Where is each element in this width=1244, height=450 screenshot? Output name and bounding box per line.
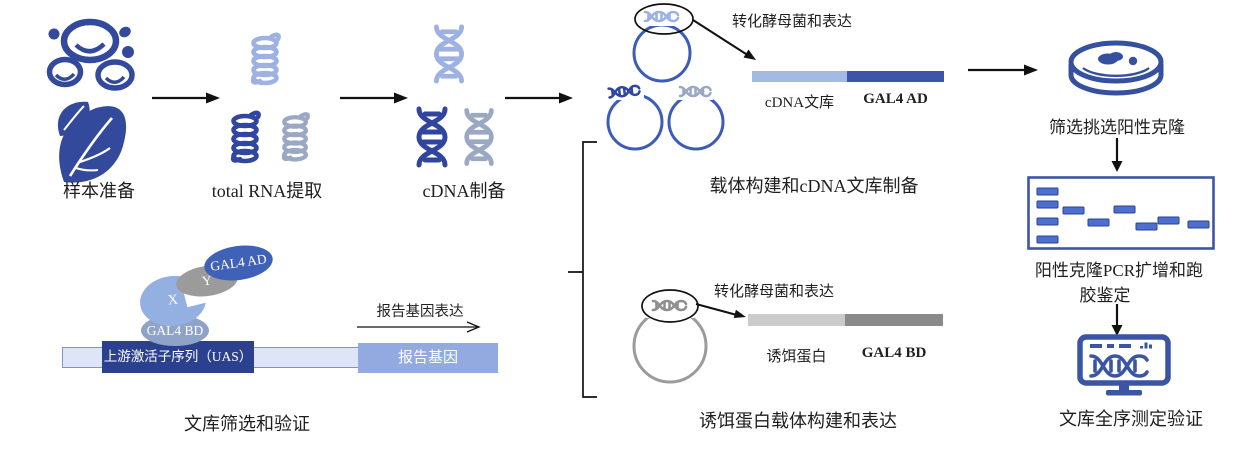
grouping-bracket: [568, 141, 597, 398]
pcr-label-line1: 阳性克隆PCR扩增和跑: [1034, 261, 1204, 280]
pcr-label-line2: 胶鉴定: [1079, 286, 1131, 305]
gal4-bd-label: GAL4 BD: [146, 322, 204, 338]
arrow-cdna-to-vector: [505, 92, 573, 104]
reporter-gene-box: 报告基因: [358, 343, 498, 373]
arrow-gel-to-sequencing: [1111, 304, 1123, 336]
petri-dish-icon: [1068, 40, 1164, 96]
arrow-sample-to-rna: [152, 92, 220, 104]
gel-electrophoresis-icon: [1027, 176, 1215, 250]
arrow-library-to-screening: [968, 64, 1038, 76]
bait-fragment-bar-left: [748, 314, 845, 326]
sequencing-monitor-icon: [1077, 334, 1171, 396]
cdna-label: cDNA制备: [422, 181, 506, 201]
bait-callout-arrow: [695, 303, 746, 318]
screening-label: 筛选挑选阳性克隆: [1049, 118, 1185, 137]
library-plasmid-right-icon: [667, 84, 725, 151]
rna-coil-light-icon: [250, 32, 281, 86]
rna-label: total RNA提取: [211, 181, 323, 201]
dna-helix-light-icon: [433, 24, 465, 84]
reporter-gene-label: 报告基因: [397, 350, 458, 366]
gal4-ad-label: GAL4 AD: [209, 251, 268, 274]
validation-label: 文库筛选和验证: [184, 414, 310, 434]
bait-fragment-right-label: GAL4 BD: [861, 345, 927, 361]
library-vector-label: 载体构建和cDNA文库制备: [709, 176, 919, 196]
library-fragment-left-label: cDNA文库: [764, 95, 835, 111]
uas-label: 上游激活子序列（UAS）: [103, 349, 253, 364]
protein-x-label: X: [167, 292, 179, 309]
cells-icon: [46, 18, 135, 91]
reporter-expression-label: 报告基因表达: [376, 304, 464, 320]
leaf-icon: [57, 101, 127, 183]
bait-fragment-bar-right: [845, 314, 943, 326]
library-callout-arrow: [692, 19, 756, 60]
rna-coil-dark-icon: [230, 110, 261, 164]
library-plasmid-top-icon: [632, 3, 694, 83]
arrow-rna-to-cdna: [340, 92, 408, 104]
library-fragment-bar-left: [752, 71, 847, 82]
library-plasmid-left-icon: [606, 84, 664, 151]
reporter-expression-arrow: [357, 321, 481, 333]
sample-label: 样本准备: [63, 181, 135, 201]
library-fragment-right-label: GAL4 AD: [863, 91, 928, 107]
uas-box: 上游激活子序列（UAS）: [102, 341, 254, 373]
library-transform-callout: 转化酵母菌和表达: [731, 14, 852, 30]
bait-vector-label: 诱饵蛋白载体构建和表达: [699, 411, 897, 431]
sequencing-label: 文库全序测定验证: [1059, 409, 1203, 429]
dna-helix-dark-icon: [416, 106, 448, 168]
bait-transform-callout: 转化酵母菌和表达: [713, 284, 834, 300]
arrow-screening-to-gel: [1111, 138, 1123, 172]
bait-fragment-left-label: 诱饵蛋白: [766, 349, 827, 365]
rna-coil-gray-icon: [281, 112, 310, 162]
dna-helix-gray-icon: [464, 108, 494, 166]
library-fragment-bar-right: [847, 71, 944, 82]
bait-plasmid-icon: [632, 289, 708, 384]
